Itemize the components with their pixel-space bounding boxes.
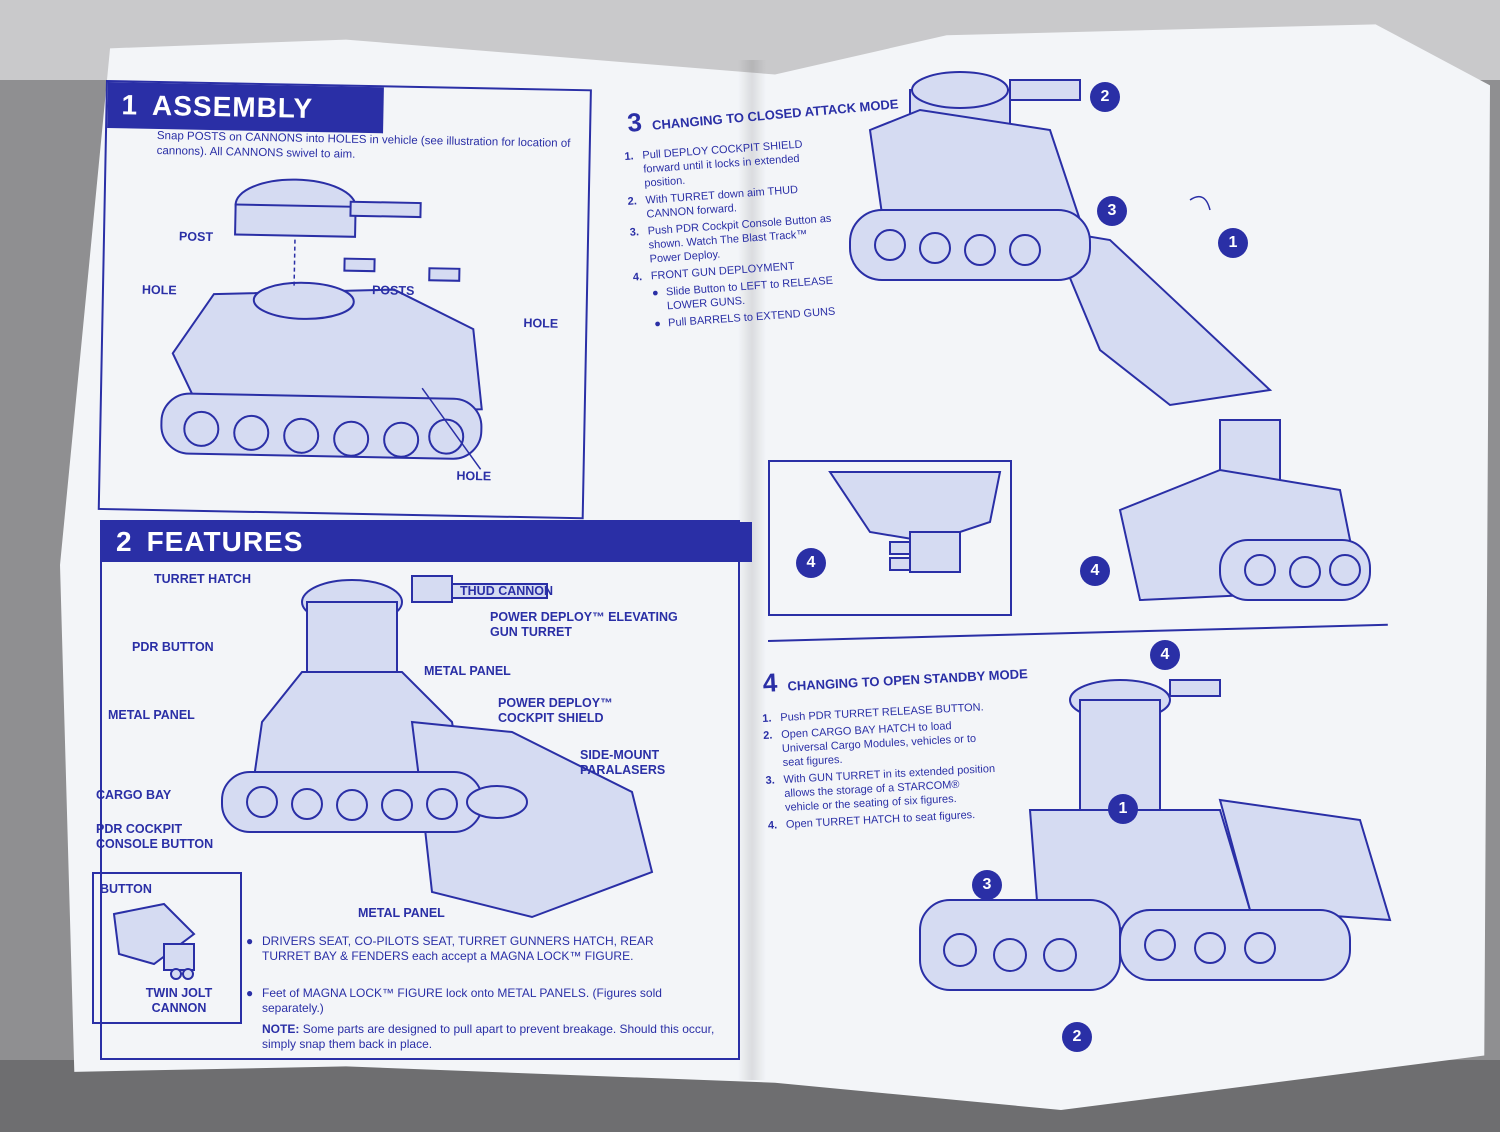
twin-jolt-inset: BUTTON TWIN JOLT CANNON: [92, 872, 242, 1024]
label-side-mount-paralasers: SIDE-MOUNT PARALASERS: [580, 748, 666, 777]
label-metal-panel-1: METAL PANEL: [424, 664, 511, 678]
closed-badge-2: 2: [1090, 82, 1120, 112]
features-panel: 2 FEATURES TURRET HATCH THUD CANNON POWER…: [92, 520, 752, 1060]
closed-attack-steps: 1.Pull DEPLOY COCKPIT SHIELD forward unt…: [624, 135, 846, 335]
note-text: Some parts are designed to pull apart to…: [262, 1022, 715, 1051]
closed-badge-3: 3: [1097, 196, 1127, 226]
sheet-fold: [738, 60, 766, 1080]
assembly-header: 1 ASSEMBLY: [107, 82, 384, 134]
features-title: FEATURES: [146, 526, 304, 557]
features-bullet-2: ●Feet of MAGNA LOCK™ FIGURE lock onto ME…: [246, 986, 662, 1015]
assembly-instructions: Snap POSTS on CANNONS into HOLES in vehi…: [156, 129, 571, 161]
closed-badge-1: 1: [1218, 228, 1248, 258]
open-badge-1: 1: [1108, 794, 1138, 824]
closed-attack-number: 3: [626, 106, 644, 138]
open-badge-2: 2: [1062, 1022, 1092, 1052]
label-posts: POSTS: [371, 283, 415, 298]
front-gun-illustration: [828, 471, 1002, 573]
assembly-number: 1: [121, 89, 139, 121]
label-hole-left: HOLE: [141, 282, 177, 298]
features-bullet-1-text: DRIVERS SEAT, CO-PILOTS SEAT, TURRET GUN…: [262, 934, 654, 963]
label-hole-right: HOLE: [523, 316, 559, 331]
open-standby-number: 4: [762, 667, 779, 698]
assembly-panel: 1 ASSEMBLY Snap POSTS on CANNONS into HOL…: [97, 80, 592, 520]
closed-attack-tank-illustration: [849, 71, 1273, 407]
closed-badge-4b: 4: [1080, 556, 1110, 586]
assembly-title: ASSEMBLY: [151, 89, 314, 124]
label-hole-bottom: HOLE: [456, 468, 492, 484]
assembly-tank-illustration: [160, 178, 483, 470]
label-button: BUTTON: [100, 882, 152, 896]
closed-attack-side-tank: [1118, 419, 1371, 602]
open-standby-tank-illustration: [919, 679, 1392, 991]
features-bullet-1: ●DRIVERS SEAT, CO-PILOTS SEAT, TURRET GU…: [246, 934, 654, 963]
features-note: NOTE: Some parts are designed to pull ap…: [262, 1022, 732, 1052]
label-metal-panel-3: METAL PANEL: [358, 906, 445, 920]
label-pdr-button: PDR BUTTON: [132, 640, 214, 654]
open-badge-4: 4: [1150, 640, 1180, 670]
label-cargo-bay: CARGO BAY: [96, 788, 172, 802]
front-gun-badge-4: 4: [796, 548, 826, 578]
label-metal-panel-2: METAL PANEL: [108, 708, 195, 722]
open-badge-3: 3: [972, 870, 1002, 900]
label-power-deploy-shield: POWER DEPLOY™ COCKPIT SHIELD: [498, 696, 613, 725]
features-bullet-2-text: Feet of MAGNA LOCK™ FIGURE lock onto MET…: [262, 986, 662, 1015]
label-pdr-cockpit-console: PDR COCKPIT CONSOLE BUTTON: [96, 822, 214, 851]
features-tank-illustration: [221, 575, 654, 919]
features-header: 2 FEATURES: [102, 522, 752, 562]
features-number: 2: [116, 526, 133, 557]
label-thud-cannon: THUD CANNON: [460, 584, 554, 598]
front-gun-inset: 4: [768, 460, 1012, 616]
label-post: POST: [178, 229, 214, 245]
label-turret-hatch: TURRET HATCH: [154, 572, 251, 586]
label-power-deploy-turret: POWER DEPLOY™ ELEVATING GUN TURRET: [490, 610, 678, 639]
note-label: NOTE:: [262, 1022, 300, 1036]
twin-jolt-illustration: [112, 902, 196, 980]
label-twin-jolt-cannon: TWIN JOLT CANNON: [145, 986, 213, 1015]
